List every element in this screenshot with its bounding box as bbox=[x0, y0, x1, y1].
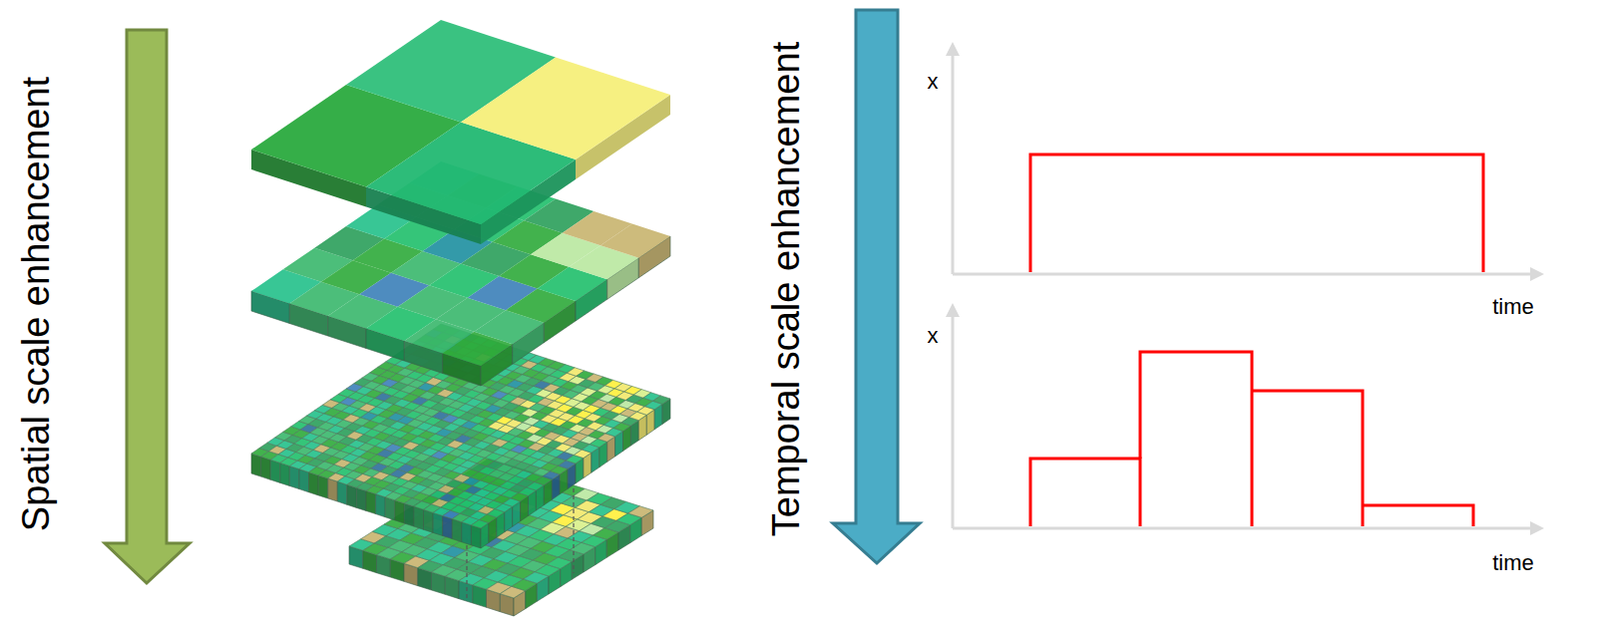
grid-cell bbox=[451, 519, 462, 543]
grid-cell bbox=[299, 469, 310, 493]
grid-layers bbox=[251, 19, 671, 617]
grid-cell bbox=[318, 475, 329, 499]
axis-title: Temporal scale enhancement bbox=[767, 41, 805, 537]
grid-cell bbox=[270, 459, 281, 483]
temporal-arrow bbox=[832, 9, 920, 564]
grid-cell bbox=[461, 522, 472, 546]
grid-cell bbox=[628, 506, 654, 519]
grid-cell bbox=[403, 503, 414, 527]
grid-cell bbox=[395, 500, 405, 524]
spatial-arrow bbox=[104, 29, 190, 584]
grid-cell bbox=[470, 525, 481, 549]
axis-label: time bbox=[1492, 296, 1535, 319]
axis-label: x bbox=[927, 325, 939, 348]
grid-cell bbox=[385, 497, 396, 521]
grid-cell bbox=[653, 396, 672, 405]
grid-cell bbox=[376, 494, 387, 518]
axis-label: time bbox=[1492, 552, 1535, 575]
axis-label: x bbox=[927, 70, 939, 93]
grid-cell bbox=[280, 462, 291, 486]
axis-title: Spatial scale enhancement bbox=[16, 76, 55, 532]
grid-cell bbox=[356, 487, 367, 511]
grid-cell bbox=[432, 512, 443, 536]
grid-cell bbox=[442, 516, 453, 540]
guide-line bbox=[466, 488, 574, 599]
grid-cell bbox=[328, 478, 339, 502]
grid-cell bbox=[261, 456, 272, 480]
grid-cell bbox=[309, 472, 320, 496]
grid-cell bbox=[251, 453, 262, 477]
grid-cell bbox=[413, 506, 424, 530]
axis-arrowheads bbox=[945, 41, 1545, 536]
grid-cell bbox=[600, 224, 671, 259]
grid-cell bbox=[337, 481, 348, 505]
grid-cell bbox=[347, 484, 358, 508]
grid-cell bbox=[289, 466, 300, 490]
grid-cell bbox=[423, 509, 434, 533]
chart-axes bbox=[952, 49, 1537, 529]
grid-cell bbox=[366, 491, 377, 515]
grid-cell bbox=[460, 57, 671, 161]
time-series-steps bbox=[1030, 154, 1484, 527]
